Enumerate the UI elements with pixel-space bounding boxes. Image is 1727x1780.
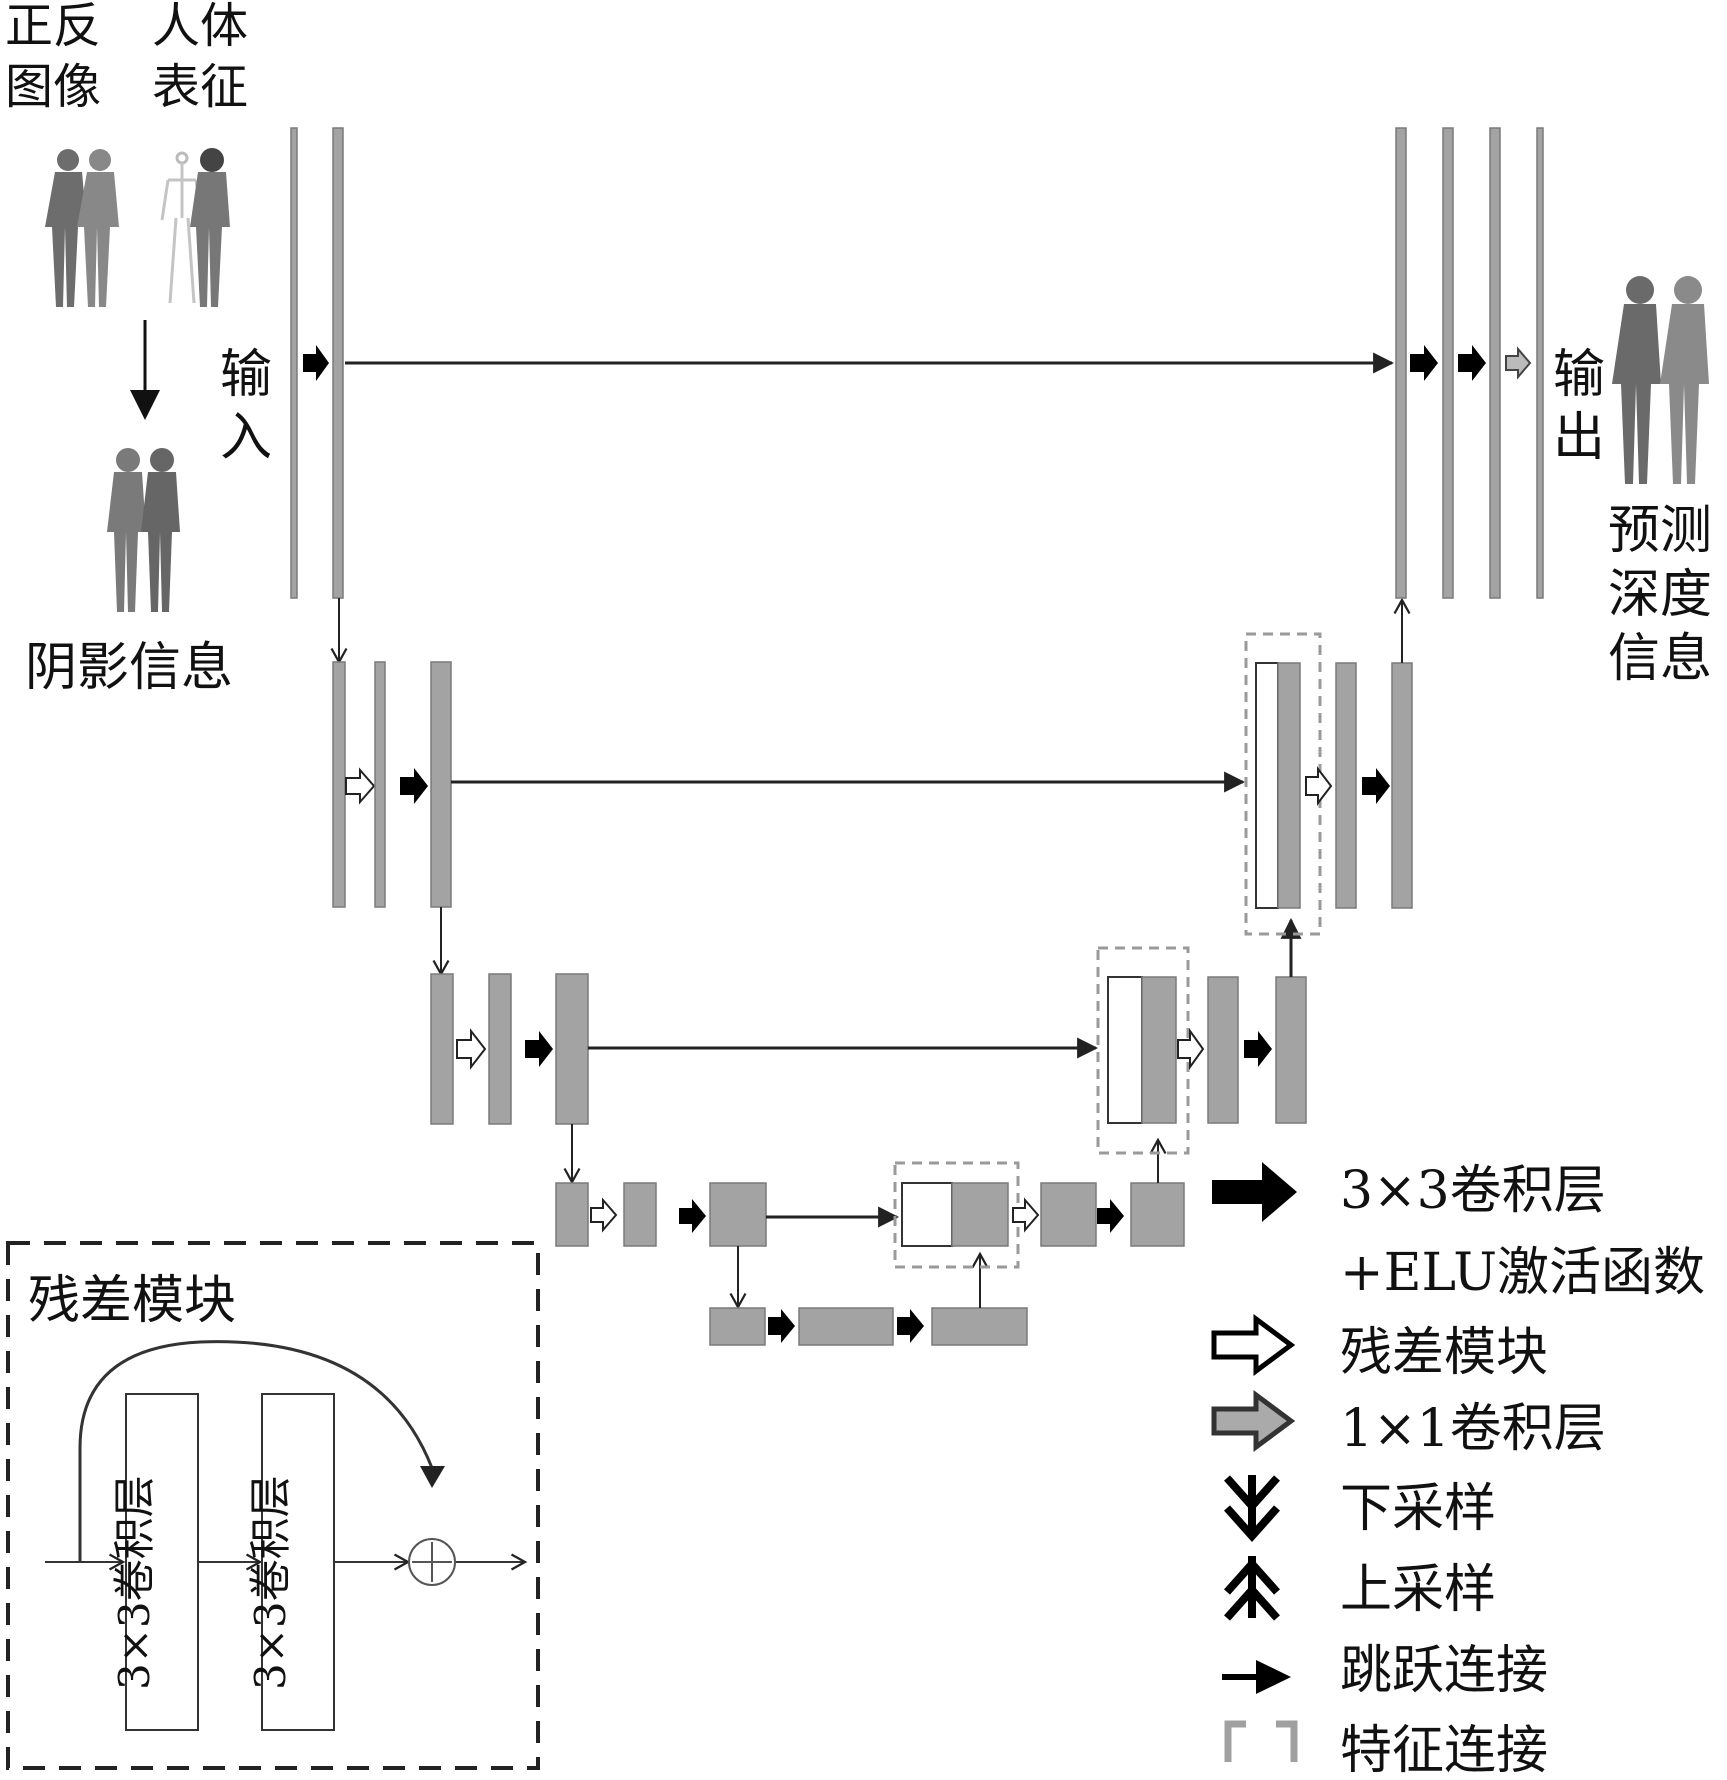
feature-map-l4-3 (709, 1182, 767, 1247)
concat-bracket-icon (1224, 1720, 1298, 1762)
shortcut-arrowhead (420, 1466, 445, 1488)
feature-map-l4-1 (555, 1182, 589, 1247)
encoder (290, 127, 1028, 1346)
residual-arrow (1305, 766, 1333, 806)
feature-map-input-2 (332, 127, 344, 599)
conv-arrow (1410, 345, 1438, 381)
feature-map-l4-2 (623, 1182, 657, 1247)
feature-map-l3-3 (555, 973, 589, 1125)
residual-conv1-label: 3×3卷积层 (110, 1475, 159, 1690)
decoder (893, 127, 1544, 1269)
conv1x1-arrow (1505, 346, 1532, 380)
output-section: 输 出 预测 深度 信息 (1553, 276, 1712, 689)
conv1x1-arrow-icon (1211, 1390, 1296, 1452)
depth-label-line2: 深度 (1608, 565, 1712, 625)
feature-map-l2-2 (374, 661, 386, 908)
conv-arrow (768, 1309, 795, 1343)
feature-map-l3-1 (430, 973, 454, 1125)
conv-arrow (1362, 768, 1390, 804)
feature-map-input-1 (290, 127, 298, 599)
conv-arrow (400, 768, 428, 804)
legend-skip: 跳跃连接 (1340, 1641, 1548, 1701)
legend-conv1x1: 1×1卷积层 (1340, 1399, 1606, 1459)
upsample-arrow-icon (1224, 1556, 1280, 1621)
legend-conv3x3-line2: +ELU激活函数 (1340, 1243, 1705, 1303)
concat-map-up-l4 (951, 1182, 1009, 1247)
conv-arrow (1097, 1199, 1124, 1233)
depth-label-line1: 预测 (1608, 501, 1712, 561)
residual-arrow (456, 1028, 487, 1070)
feature-map-l2-1 (332, 661, 346, 908)
skip-connections (345, 352, 1395, 1228)
conv-arrow (303, 345, 329, 381)
plus-sign (412, 1542, 452, 1582)
depth-label-line3: 信息 (1608, 629, 1712, 689)
legend-conv3x3-line1: 3×3卷积层 (1340, 1161, 1606, 1221)
conv-arrow (679, 1199, 706, 1233)
body-representation-image (160, 148, 230, 307)
predicted-depth-image (1612, 276, 1709, 484)
legend-residual: 残差模块 (1340, 1323, 1548, 1383)
feature-map-l3-2 (488, 973, 512, 1125)
legend-concat: 特征连接 (1340, 1721, 1548, 1780)
legend-upsample: 上采样 (1340, 1560, 1496, 1620)
body-repr-label-line1: 人体 (152, 0, 248, 54)
residual-arrow-icon (1211, 1314, 1296, 1376)
conv-arrow (897, 1309, 924, 1343)
body-repr-label-line2: 表征 (152, 59, 248, 115)
residual-arrow (1177, 1027, 1205, 1071)
downsample-arrow-icon (1224, 1475, 1280, 1543)
concat-map-up-l2 (1277, 662, 1301, 909)
front-back-image (45, 149, 119, 307)
legend: 3×3卷积层 +ELU激活函数 残差模块 1×1卷积层 下采样 上采样 跳跃连接… (1211, 1161, 1705, 1780)
residual-block-inset: 残差模块 3×3卷积层 3×3卷积层 (6, 1241, 540, 1770)
bottleneck-map-3 (931, 1307, 1028, 1346)
decoder-map-l2-1 (1335, 662, 1357, 909)
decoder-map-l1-3 (1489, 127, 1501, 599)
feature-map-l2-3 (430, 661, 452, 908)
concat-map-skip-l2 (1255, 662, 1279, 909)
decoder-map-l2-2 (1391, 662, 1413, 909)
decoder-map-l3-2 (1275, 976, 1307, 1124)
residual-conv2 (261, 1393, 335, 1731)
input-label-line2: 入 (220, 408, 272, 468)
residual-conv2-label: 3×3卷积层 (246, 1475, 295, 1690)
shadow-info-label: 阴影信息 (25, 638, 233, 698)
decoder-map-l3-1 (1207, 976, 1239, 1124)
concat-map-skip-l3 (1107, 976, 1143, 1124)
decoder-map-l4-2 (1130, 1182, 1185, 1247)
decoder-map-l1-1 (1395, 127, 1407, 599)
bottleneck-map-2 (798, 1307, 894, 1346)
conv3x3-arrow-icon (1212, 1162, 1297, 1222)
input-images-label-line1: 正反 (5, 0, 101, 54)
shadow-info-image (107, 448, 180, 612)
conv-arrow (1244, 1031, 1272, 1067)
residual-arrow (345, 767, 376, 805)
residual-conv1 (125, 1393, 199, 1731)
concat-map-up-l3 (1141, 976, 1177, 1124)
identity-shortcut (78, 1340, 434, 1562)
residual-block-frame (6, 1241, 540, 1770)
skip-arrowhead-icon (1256, 1660, 1291, 1694)
residual-arrow (1012, 1197, 1040, 1233)
output-map (1536, 127, 1544, 599)
concat-map-skip-l4 (901, 1182, 953, 1247)
output-label-line1: 输 (1553, 345, 1605, 405)
residual-block-title: 残差模块 (28, 1271, 236, 1331)
legend-downsample: 下采样 (1340, 1479, 1496, 1539)
input-label-line1: 输 (220, 345, 272, 405)
output-label-line2: 出 (1553, 408, 1605, 468)
decoder-map-l1-2 (1442, 127, 1454, 599)
decoder-map-l4-1 (1040, 1182, 1097, 1247)
input-images-label-line2: 图像 (5, 59, 101, 115)
bottleneck-map-1 (709, 1307, 766, 1346)
conv-arrow (1458, 345, 1486, 381)
residual-arrow (590, 1197, 618, 1233)
conv-arrow (525, 1031, 553, 1067)
input-section: 正反 图像 人体 表征 阴影信息 输 入 (5, 0, 272, 698)
